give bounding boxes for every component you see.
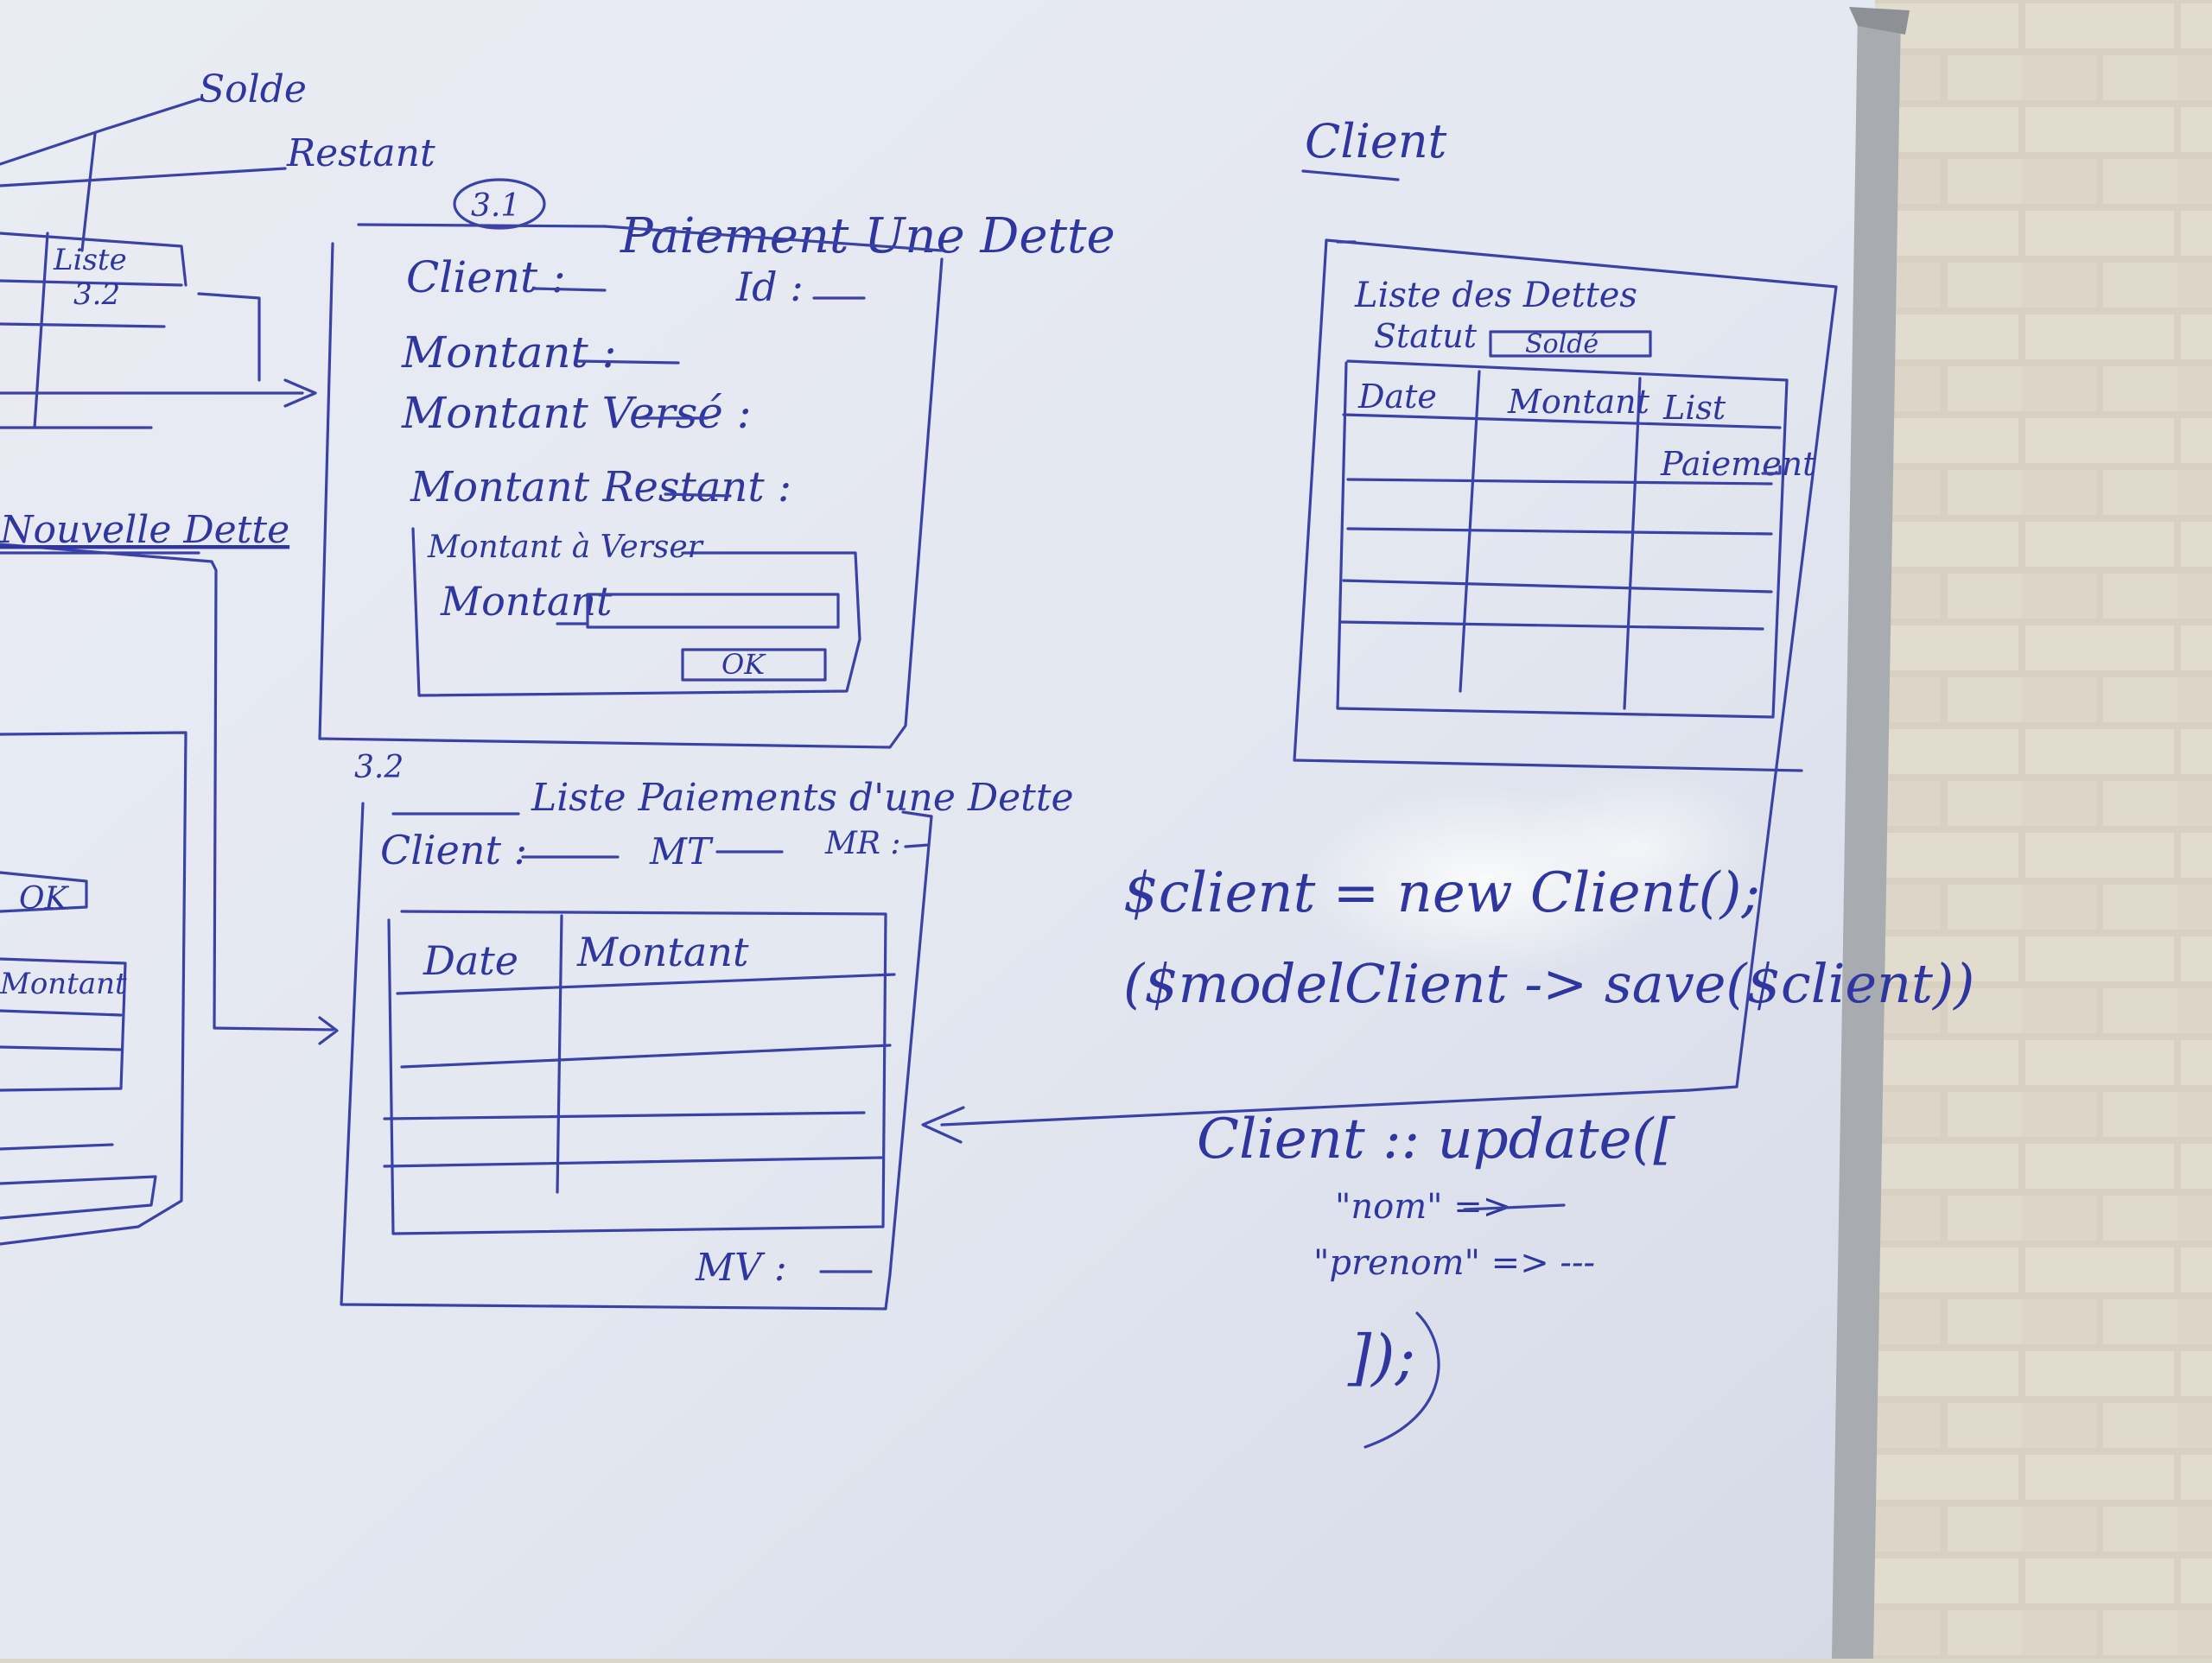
dettes-col-list: List — [1662, 389, 1726, 427]
id-label: Id : — [735, 263, 804, 310]
paiement-form-title: Paiement Une Dette — [620, 208, 1116, 264]
ok-button-label: OK — [721, 648, 766, 681]
liste-step: 3.2 — [354, 750, 404, 785]
statut-value: Soldé — [1525, 329, 1599, 359]
light-glare-2 — [1521, 769, 1763, 924]
montant-restant-label: Montant Restant : — [410, 463, 791, 511]
statut-label: Statut — [1374, 317, 1478, 355]
montant-input-label: Montant — [440, 578, 613, 625]
left-ok-label: OK — [19, 881, 70, 917]
board-frame-corner — [1849, 7, 1910, 35]
montant-a-verser-label: Montant à Verser — [427, 530, 704, 565]
board-frame — [1832, 9, 1901, 1659]
liste-col-montant: Montant — [576, 929, 749, 975]
dettes-col-montant: Montant — [1507, 383, 1650, 421]
solde-label: Solde — [199, 67, 307, 111]
code-line-2: ($modelClient -> save($client)) — [1123, 952, 1974, 1015]
liste-dettes-title: Liste des Dettes — [1354, 276, 1637, 315]
nouvelle-dette-label: Nouvelle Dette — [0, 508, 289, 552]
liste-paiements-sketch: 3.2 Liste Paiements d'une Dette Client :… — [340, 750, 1074, 1311]
code-notes: $client = new Client(); ($modelClient ->… — [921, 861, 1974, 1449]
step-32-left: 3.2 — [73, 277, 120, 312]
montant-input-box[interactable] — [586, 593, 840, 629]
client-label: Client : — [406, 252, 566, 302]
liste-client-label: Client : — [380, 827, 527, 873]
liste-title: Liste Paiements d'une Dette — [531, 776, 1074, 820]
client-panel-sketch: Client Liste des Dettes Statut Soldé Dat… — [1293, 114, 1838, 1092]
code-line-6: ]); — [1347, 1322, 1415, 1393]
liste-col-date: Date — [423, 937, 518, 984]
client-heading: Client — [1305, 114, 1447, 168]
restant-label: Restant — [286, 131, 435, 175]
left-fragment: Solde Restant Liste 3.2 Nouvelle Dette O… — [0, 67, 435, 1246]
code-line-1: $client = new Client(); — [1123, 861, 1760, 925]
liste-label: Liste — [53, 243, 127, 277]
dettes-col-date: Date — [1357, 378, 1437, 416]
statut-select[interactable] — [1489, 330, 1652, 358]
mv-label: MV : — [695, 1246, 787, 1290]
montant-verse-label: Montant Versé : — [401, 388, 752, 438]
left-montant-label: Montant — [0, 967, 127, 1001]
mt-label: MT — [649, 830, 714, 873]
code-line-5: "prenom" => --- — [1313, 1243, 1595, 1283]
paiement-action[interactable]: Paiement — [1660, 445, 1816, 483]
step-badge: 3.1 — [471, 188, 520, 224]
ok-button-sketch[interactable] — [681, 648, 827, 682]
step-badge-circle — [453, 178, 546, 230]
paiement-form-sketch: 3.1 Paiement Une Dette Client : Id : Mon… — [318, 178, 1116, 749]
whiteboard-surface — [0, 0, 1875, 1659]
code-line-3: Client :: update([ — [1197, 1108, 1675, 1171]
mr-label: MR : — [824, 826, 901, 861]
code-line-4: "nom" => — [1335, 1187, 1511, 1227]
montant-label: Montant : — [401, 327, 616, 378]
